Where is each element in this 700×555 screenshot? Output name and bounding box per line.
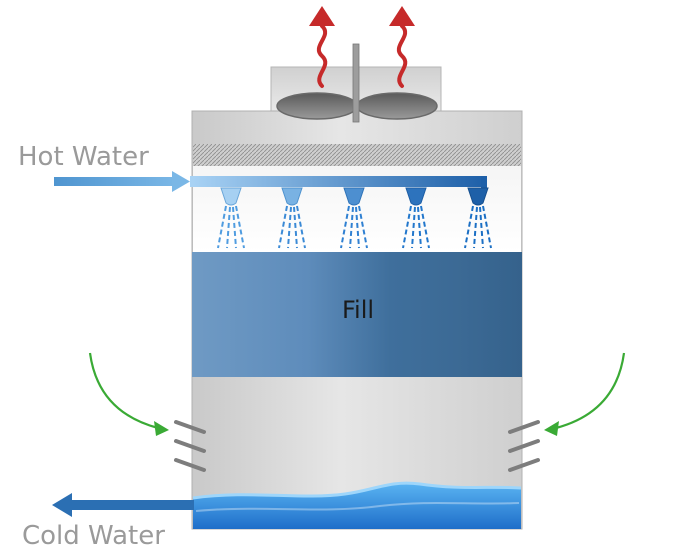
hot-water-label: Hot Water: [18, 142, 149, 172]
air-inlet-louvers-right: [508, 420, 540, 472]
air-inlet-louvers-left: [174, 420, 206, 472]
spray-nozzle-3: [340, 187, 368, 249]
warm-air-exhaust-arrow-right: [389, 6, 415, 88]
distribution-header-pipe: [190, 176, 487, 190]
spray-nozzle-2: [278, 187, 306, 249]
spray-nozzle-1: [217, 187, 245, 249]
fill-label: Fill: [342, 296, 374, 324]
cold-water-outlet-arrow: [52, 493, 194, 517]
warm-air-exhaust-arrow-left: [309, 6, 335, 88]
fill-media: [192, 252, 522, 377]
air-inlet-arrow-right: [544, 352, 626, 436]
spray-nozzle-5: [464, 187, 492, 249]
fan-icon: [276, 43, 438, 123]
air-inlet-arrow-left: [88, 352, 169, 436]
cold-water-label: Cold Water: [22, 521, 165, 551]
spray-nozzle-4: [402, 187, 430, 249]
cold-water-basin: [192, 481, 522, 529]
hot-water-inlet-arrow: [54, 171, 190, 192]
drift-eliminator: [193, 144, 521, 166]
spray-nozzles: [217, 187, 492, 249]
